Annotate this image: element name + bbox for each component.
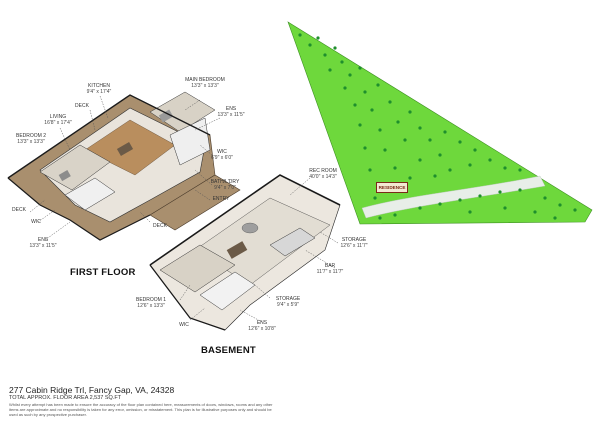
- room-name: STORAGE: [275, 296, 301, 302]
- room-label-wic-left: WIC: [31, 219, 41, 225]
- room-label-living: LIVING 16'8" x 17'4": [44, 114, 71, 126]
- room-label-bedroom-2: BEDROOM 2 13'3" x 13'3": [16, 133, 46, 145]
- room-label-main-bedroom: MAIN BEDROOM 13'3" x 13'3": [185, 77, 225, 89]
- room-label-storage-2: STORAGE 9'4" x 5'9": [276, 296, 300, 308]
- room-label-bedroom-1: BEDROOM 1 12'6" x 13'3": [136, 297, 166, 309]
- room-label-deck-bottom: DECK: [153, 223, 167, 229]
- room-name: DECK: [12, 207, 26, 213]
- room-label-bath-ldry: BATH/L'DRY 9'4" x 7'0": [211, 179, 240, 191]
- room-label-ens-main: ENS 13'3" x 11'5": [217, 106, 244, 118]
- room-name: KITCHEN: [88, 83, 110, 89]
- site-plan: [287, 21, 593, 225]
- room-dimensions: 9'4" x 5'9": [277, 302, 299, 308]
- room-dimensions: 9'4" x 17'4": [86, 89, 112, 95]
- room-dimensions: 13'3" x 11'5": [29, 243, 57, 249]
- room-label-deck-left: DECK: [12, 207, 26, 213]
- room-label-entry: ENTRY: [213, 196, 230, 202]
- room-dimensions: 40'0" x 14'3": [309, 174, 337, 180]
- room-name: DECK: [75, 103, 89, 109]
- leader-lines: [29, 95, 339, 323]
- room-dimensions: 11'7" x 11'7": [316, 269, 344, 275]
- room-label-storage-1: STORAGE 12'6" x 11'7": [340, 237, 367, 249]
- room-label-deck-top: DECK: [75, 103, 89, 109]
- room-name: WIC: [31, 219, 41, 225]
- room-name: ENS: [225, 106, 237, 112]
- basement-title: BASEMENT: [201, 345, 256, 356]
- first-floor-title: FIRST FLOOR: [70, 267, 136, 278]
- room-dimensions: 12'6" x 13'3": [137, 303, 165, 309]
- residence-marker: RESIDENCE: [376, 182, 408, 193]
- disclaimer-text: Whilst every attempt has been made to en…: [9, 402, 273, 417]
- basement-plan: [149, 174, 341, 331]
- room-label-bar: BAR 11'7" x 11'7": [317, 263, 344, 275]
- room-name: MAIN BEDROOM: [185, 77, 225, 83]
- room-name: STORAGE: [341, 237, 367, 243]
- room-dimensions: 9'4" x 7'0": [214, 185, 236, 191]
- room-label-ens-left: ENS 13'3" x 11'5": [29, 237, 56, 249]
- room-dimensions: 13'3" x 13'3": [191, 83, 219, 89]
- room-name: REC ROOM: [309, 168, 337, 174]
- room-label-ens-base: ENS 12'6" x 10'8": [248, 320, 275, 332]
- room-label-kitchen: KITCHEN 9'4" x 17'4": [87, 83, 112, 95]
- room-dimensions: 12'6" x 10'8": [248, 326, 276, 332]
- property-address: 277 Cabin Ridge Trl, Fancy Gap, VA, 2432…: [9, 385, 175, 395]
- room-name: WIC: [179, 322, 189, 328]
- room-name: ENTRY: [212, 196, 230, 202]
- room-dimensions: 13'3" x 11'5": [217, 112, 245, 118]
- room-dimensions: 6'9" x 6'0": [211, 155, 233, 161]
- room-dimensions: 12'6" x 11'7": [340, 243, 368, 249]
- room-name: ENS: [37, 237, 49, 243]
- first-floor-plan: [7, 91, 241, 241]
- room-label-wic-base: WIC: [179, 322, 189, 328]
- room-name: WIC: [217, 149, 227, 155]
- room-label-wic-main: WIC 6'9" x 6'0": [211, 149, 233, 161]
- room-dimensions: 16'8" x 17'4": [44, 120, 72, 126]
- room-name: DECK: [153, 223, 167, 229]
- room-name: BATH/L'DRY: [210, 179, 240, 185]
- total-floor-area: TOTAL APPROX. FLOOR AREA 2,537 SQ.FT: [9, 395, 122, 401]
- room-name: BEDROOM 2: [15, 133, 47, 139]
- room-name: BEDROOM 1: [135, 297, 167, 303]
- room-dimensions: 13'3" x 13'3": [17, 139, 45, 145]
- room-label-rec-room: REC ROOM 40'0" x 14'3": [309, 168, 337, 180]
- room-name: BAR: [324, 263, 336, 269]
- room-name: ENS: [256, 320, 268, 326]
- room-name: LIVING: [49, 114, 67, 120]
